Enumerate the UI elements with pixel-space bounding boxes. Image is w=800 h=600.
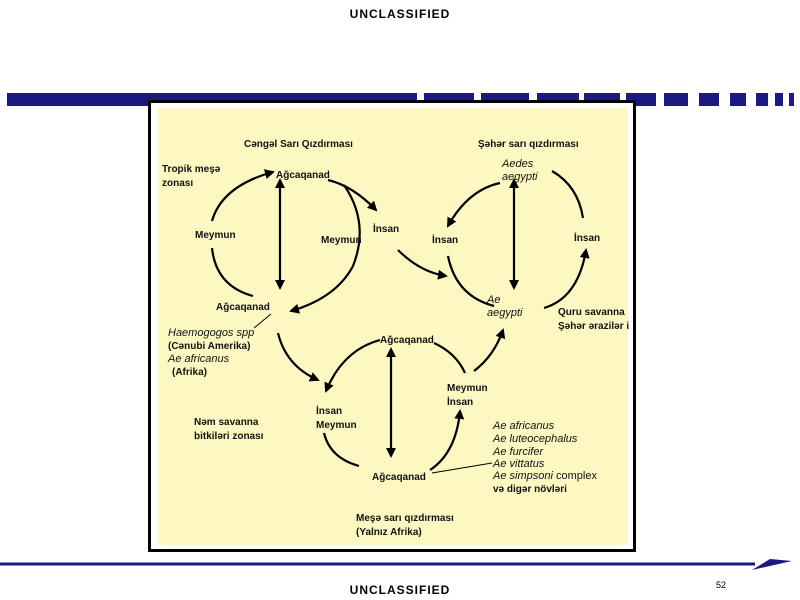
jungle-zone-line2: zonası — [162, 178, 194, 189]
cycle-arrows — [210, 169, 590, 474]
savanna-vector-4: Ae vittatus — [493, 458, 545, 470]
pointer-savanna-vectors — [431, 462, 493, 474]
header-bar-segment — [756, 93, 768, 106]
header-bar-segment — [730, 93, 746, 106]
header-bar — [7, 93, 794, 106]
savanna-right-host-1: Meymun — [447, 383, 488, 394]
arrow-jungle-left-down — [210, 247, 254, 298]
savanna-vector-2: Ae luteocephalus — [493, 433, 578, 445]
savanna-zone-line1: Nəm savanna — [194, 417, 259, 428]
header-bar-segment — [664, 93, 688, 106]
urban-vector-top-line2: aegypti — [502, 171, 538, 183]
savanna-left-host-1: İnsan — [316, 406, 343, 417]
jungle-zone-line1: Tropik meşə — [162, 164, 221, 175]
arrow-human-to-urban — [397, 249, 448, 280]
jungle-vector-2-region: (Afrika) — [172, 367, 208, 378]
jungle-vector-1-region: (Cənubi Amerika) — [168, 341, 251, 352]
classification-bottom: UNCLASSIFIED — [349, 583, 451, 597]
savanna-mosquito-top: Ağcaqanad — [380, 335, 434, 346]
arrow-urban-left-down — [446, 255, 495, 308]
urban-vector-bottom-line1: Ae — [487, 294, 501, 306]
jungle-human: İnsan — [373, 224, 400, 235]
jungle-mosquito-top: Ağcaqanad — [276, 170, 330, 181]
arrow-urban-left-up — [447, 181, 501, 228]
page-number: 52 — [716, 580, 727, 590]
jungle-monkey-right: Meymun — [321, 235, 362, 246]
urban-vector-top-line1: Aedes — [502, 158, 534, 170]
arrow-jungle-to-savanna — [276, 332, 320, 382]
header-bar-segment — [775, 93, 783, 106]
savanna-vector-5-tail: complex — [552, 470, 597, 482]
savanna-title-line2: (Yalnız Afrika) — [356, 527, 422, 538]
jungle-vector-2-species: Ae africanus — [168, 353, 230, 365]
jungle-title: Cəngəl Sarı Qızdırması — [244, 139, 353, 150]
savanna-left-host-2: Meymun — [316, 420, 357, 431]
diagram-panel: Cəngəl Sarı Qızdırması Tropik meşə zonas… — [158, 108, 630, 545]
classification-top: UNCLASSIFIED — [349, 7, 451, 21]
savanna-zone-line2: bitkiləri zonası — [194, 431, 264, 442]
arrow-savanna-right-up — [429, 409, 465, 471]
urban-zone-line2: Şəhər ərazilər i — [558, 321, 630, 332]
savanna-vector-other: və digər növləri — [493, 484, 567, 495]
arrow-jungle-right-down — [289, 184, 361, 314]
jungle-mosquito-bottom: Ağcaqanad — [216, 302, 270, 313]
arrow-savanna-top-right — [433, 341, 467, 374]
urban-title: Şəhər sarı qızdırması — [478, 139, 579, 150]
urban-human-right: İnsan — [574, 233, 601, 244]
header-bar-segment — [789, 93, 794, 106]
arrow-savanna-to-urban — [473, 328, 506, 372]
urban-zone-line1: Quru savanna — [558, 307, 625, 318]
savanna-vector-1: Ae africanus — [493, 420, 555, 432]
urban-human-left: İnsan — [432, 235, 459, 246]
arrow-savanna-left-down — [322, 432, 360, 468]
arrow-savanna-left-up — [324, 338, 381, 393]
savanna-vector-3: Ae furcifer — [493, 446, 544, 458]
savanna-vector-5: Ae simpsoni complex — [493, 470, 597, 482]
arrow-urban-right-up — [543, 248, 590, 310]
savanna-vector-5-species: Ae simpsoni — [493, 470, 553, 482]
urban-vector-bottom-line2: aegypti — [487, 307, 523, 319]
footer-arrow-icon — [752, 559, 792, 570]
arrow-urban-top-right — [551, 170, 585, 219]
jungle-monkey-left: Meymun — [195, 230, 236, 241]
pointer-jungle-vectors — [253, 313, 272, 329]
savanna-title-line1: Meşə sarı qızdırması — [356, 513, 454, 524]
savanna-right-host-2: İnsan — [447, 397, 474, 408]
arrow-jungle-to-human — [327, 178, 378, 212]
jungle-vector-1-species: Haemogogos spp — [168, 327, 255, 339]
arrow-jungle-left-up — [210, 169, 275, 222]
savanna-mosquito-bottom: Ağcaqanad — [372, 472, 426, 483]
footer-line — [0, 559, 792, 570]
yellow-fever-figure: Cəngəl Sarı Qızdırması Tropik meşə zonas… — [148, 100, 636, 552]
header-bar-segment — [699, 93, 719, 106]
